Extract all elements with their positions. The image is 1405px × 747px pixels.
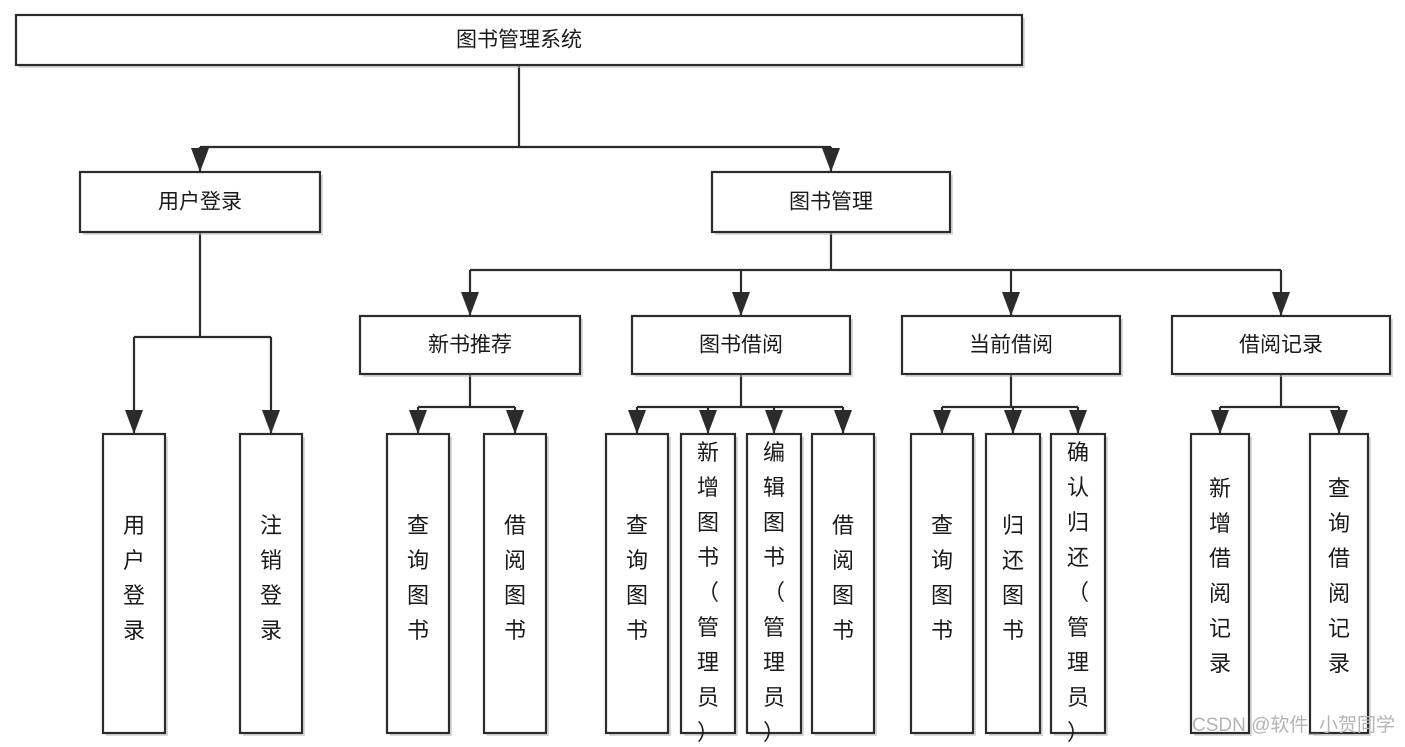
node-leaf-confirm-return[interactable]: 确认归还（管理员） — [1049, 432, 1108, 745]
node-label: 新增借阅记录 — [1209, 476, 1231, 676]
connectors-layer — [125, 65, 1348, 434]
node-leaf-borrow-book-1[interactable]: 借阅图书 — [482, 432, 549, 736]
arrow-head-icon — [699, 410, 717, 434]
arrow-head-icon — [765, 410, 783, 434]
node-current-borrow[interactable]: 当前借阅 — [900, 314, 1123, 377]
node-leaf-query-record[interactable]: 查询借阅记录 — [1308, 432, 1371, 736]
node-label: 借阅图书 — [832, 513, 854, 643]
arrow-head-icon — [1330, 410, 1348, 434]
node-leaf-add-book[interactable]: 新增图书（管理员） — [679, 432, 738, 745]
arrow-head-icon — [125, 410, 143, 434]
node-label: 图书管理 — [789, 191, 873, 214]
arrow-head-icon — [834, 410, 852, 434]
node-leaf-logout[interactable]: 注销登录 — [238, 432, 305, 736]
node-leaf-edit-book[interactable]: 编辑图书（管理员） — [745, 432, 804, 745]
arrow-head-icon — [506, 410, 524, 434]
arrow-head-icon — [262, 410, 280, 434]
node-label: 借阅记录 — [1239, 334, 1323, 357]
node-label: 图书借阅 — [699, 334, 783, 357]
node-label: 借阅图书 — [504, 513, 526, 643]
node-label: 归还图书 — [1002, 513, 1024, 643]
node-label: 新增图书（管理员） — [697, 440, 719, 745]
arrow-head-icon — [461, 292, 479, 316]
arrow-head-icon — [1211, 410, 1229, 434]
node-label: 查询图书 — [407, 513, 429, 643]
arrow-head-icon — [1002, 292, 1020, 316]
node-label: 用户登录 — [158, 191, 242, 214]
node-book-borrow[interactable]: 图书借阅 — [630, 314, 853, 377]
node-label: 查询借阅记录 — [1328, 476, 1350, 676]
arrow-head-icon — [933, 410, 951, 434]
node-leaf-add-record[interactable]: 新增借阅记录 — [1189, 432, 1252, 736]
node-borrow-record[interactable]: 借阅记录 — [1170, 314, 1393, 377]
node-label: 编辑图书（管理员） — [763, 440, 785, 745]
watermark-label: CSDN @软件_小贺同学 — [1192, 714, 1395, 736]
node-label: 图书管理系统 — [456, 29, 582, 52]
arrow-head-icon — [1272, 292, 1290, 316]
node-label: 查询图书 — [626, 513, 648, 643]
arrow-head-icon — [1004, 410, 1022, 434]
node-leaf-query-book-2[interactable]: 查询图书 — [604, 432, 671, 736]
node-label: 查询图书 — [931, 513, 953, 643]
node-book-manage[interactable]: 图书管理 — [710, 170, 953, 235]
node-label: 注销登录 — [260, 513, 282, 643]
arrow-head-icon — [628, 410, 646, 434]
node-root-root[interactable]: 图书管理系统 — [14, 13, 1025, 68]
node-label: 当前借阅 — [969, 334, 1053, 357]
node-leaf-query-book-1[interactable]: 查询图书 — [385, 432, 452, 736]
arrow-head-icon — [1069, 410, 1087, 434]
node-user-login[interactable]: 用户登录 — [78, 170, 323, 235]
node-leaf-query-book-3[interactable]: 查询图书 — [909, 432, 976, 736]
node-new-book-rec[interactable]: 新书推荐 — [358, 314, 583, 377]
nodes-layer: 图书管理系统用户登录图书管理新书推荐图书借阅当前借阅借阅记录用户登录注销登录查询… — [14, 13, 1393, 745]
node-leaf-return-book[interactable]: 归还图书 — [984, 432, 1043, 736]
arrow-head-icon — [822, 148, 840, 172]
arrow-head-icon — [191, 148, 209, 172]
node-label: 确认归还（管理员） — [1067, 440, 1089, 745]
node-leaf-user-login[interactable]: 用户登录 — [101, 432, 168, 736]
arrow-head-icon — [732, 292, 750, 316]
node-label: 用户登录 — [123, 513, 145, 643]
arrow-head-icon — [409, 410, 427, 434]
node-leaf-borrow-book-2[interactable]: 借阅图书 — [810, 432, 877, 736]
node-label: 新书推荐 — [428, 334, 512, 357]
